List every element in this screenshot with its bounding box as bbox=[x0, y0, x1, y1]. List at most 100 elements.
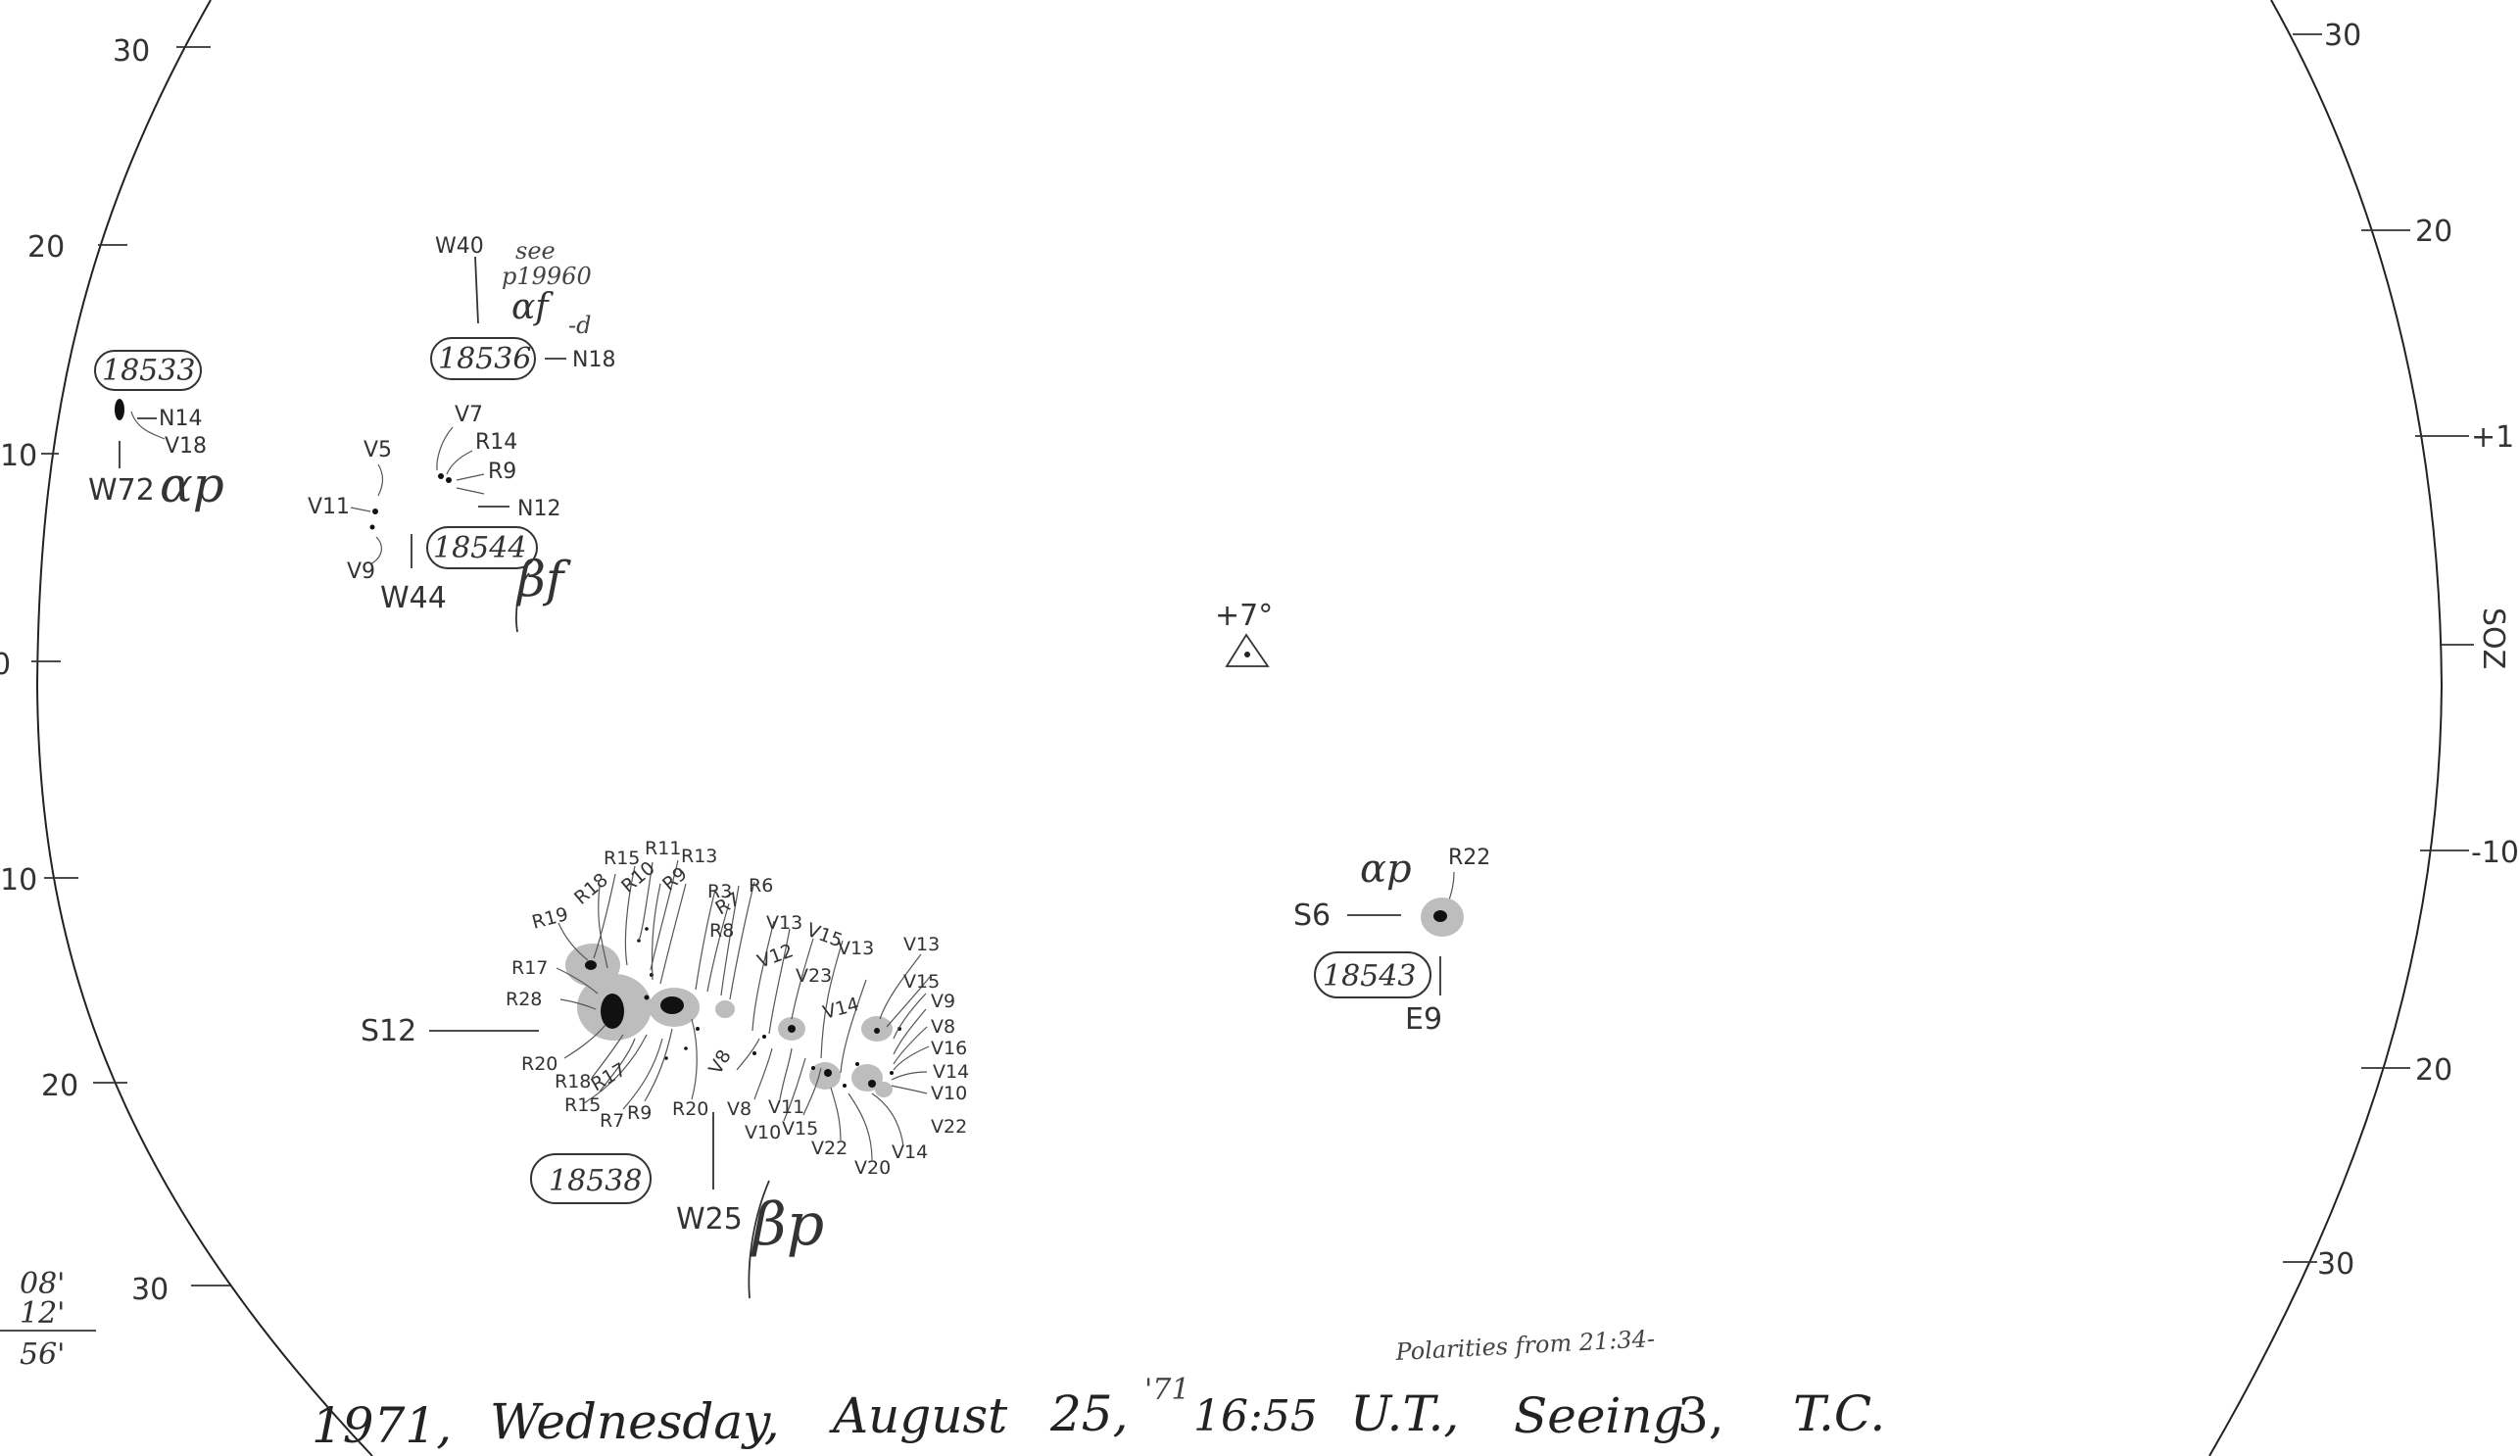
corner-readings: 08' 12' 56' bbox=[0, 1267, 96, 1372]
group-18538-label-bottom-12: V22 bbox=[811, 1138, 848, 1159]
group-18533-label-n14: N14 bbox=[159, 407, 202, 431]
group-18538-label-bottom-8: V8 bbox=[727, 1098, 751, 1120]
group-18538-label-bottom-14: V14 bbox=[892, 1141, 928, 1163]
group-18544-class: βf bbox=[515, 551, 571, 607]
group-18538-label-top-21: V16 bbox=[931, 1038, 967, 1059]
footer-seeing-label: Seeing bbox=[1514, 1387, 1684, 1444]
group-18536-number: 18536 bbox=[438, 342, 531, 376]
group-18538-label-top-8: R6 bbox=[749, 875, 773, 897]
group-18536-class: -d bbox=[568, 312, 591, 339]
footer-unit: U.T., bbox=[1350, 1385, 1459, 1442]
group-18538-label-top-20: V8 bbox=[931, 1016, 955, 1038]
group-18538-label-top-0: R15 bbox=[604, 848, 640, 869]
group-18543-class: αp bbox=[1360, 847, 1412, 892]
group-18538-spots bbox=[565, 927, 901, 1097]
group-18543-number: 18543 bbox=[1323, 959, 1416, 994]
group-18538-label-top-3: R19 bbox=[530, 903, 571, 934]
left-tick-label-20-bottom: 20 bbox=[41, 1069, 78, 1103]
left-tick-label-30-bottom: 30 bbox=[131, 1273, 169, 1307]
group-18538-label-top-15: V13 bbox=[838, 938, 874, 959]
left-tick-label-10-top: 10 bbox=[0, 439, 37, 473]
group-18536-note-ref: p19960 bbox=[502, 263, 592, 290]
group-18544-label-v11: V11 bbox=[308, 495, 350, 519]
group-18538-number: 18538 bbox=[549, 1164, 642, 1198]
group-18538: R15 R11 R13 R19 R18 R10 R9 R3 R6 R7 R8 V… bbox=[361, 838, 969, 1299]
footer-year: 1971, bbox=[312, 1397, 452, 1454]
footer-time: 16:55 bbox=[1193, 1391, 1318, 1441]
group-18538-label-top-13: V12 bbox=[754, 940, 796, 972]
group-18536-note-class: αf bbox=[511, 287, 554, 327]
group-18533-class: αp bbox=[160, 457, 224, 513]
group-18543-latitude: S6 bbox=[1293, 898, 1331, 933]
group-18538-label-top-10: R8 bbox=[709, 920, 734, 942]
group-18538-label-top-16: V13 bbox=[903, 934, 940, 955]
group-18538-label-top-2: R13 bbox=[681, 846, 717, 867]
left-tick-label-10-bottom: 10 bbox=[0, 863, 37, 898]
group-18538-label-bottom-4: R7 bbox=[600, 1110, 624, 1132]
polarities-note: Polarities from 21:34- bbox=[1394, 1325, 1656, 1366]
footer-caption: 1971, Wednesday, August 25, '71 16:55 U.… bbox=[312, 1373, 1885, 1454]
group-18538-label-bottom-1: R18 bbox=[555, 1071, 591, 1092]
group-18538-label-top-23: V10 bbox=[931, 1083, 967, 1104]
group-18536-latitude: N18 bbox=[572, 348, 615, 372]
group-18538-label-top-22: V14 bbox=[933, 1061, 969, 1083]
group-18544-number: 18544 bbox=[433, 531, 526, 565]
group-18538-label-bottom-10: V10 bbox=[745, 1122, 781, 1143]
corner-reading-2: 56' bbox=[20, 1337, 65, 1372]
group-18544-label-r14: R14 bbox=[475, 430, 517, 455]
group-18538-label-top-17: V14 bbox=[821, 994, 862, 1024]
left-tick-label-0: 0 bbox=[0, 648, 11, 682]
group-18538-label-bottom-0: R20 bbox=[521, 1053, 557, 1075]
footer-day: Wednesday, bbox=[490, 1393, 780, 1450]
group-18538-label-bottom-3: R15 bbox=[564, 1094, 601, 1116]
group-18543-longitude: E9 bbox=[1405, 1002, 1442, 1037]
right-tick-label-10-top: +1 bbox=[2471, 420, 2514, 455]
group-18538-label-bottom-5: R9 bbox=[627, 1102, 652, 1124]
group-18543-label-r22: R22 bbox=[1448, 846, 1490, 870]
left-latitude-scale: 30 20 10 0 10 20 30 bbox=[0, 34, 230, 1307]
group-18538-labels-bottom: R20 R18 R17 R15 R7 R9 R20 V8 V8 V11 V10 … bbox=[521, 1046, 928, 1179]
group-18538-latitude: S12 bbox=[361, 1014, 416, 1048]
group-18533-label-v18: V18 bbox=[165, 434, 207, 459]
group-18544-label-v7: V7 bbox=[455, 403, 483, 427]
group-18538-label-top-24: V22 bbox=[931, 1116, 967, 1138]
group-18533: 18533 N14 V18 W72 αp bbox=[88, 350, 224, 513]
corner-reading-0: 08' bbox=[20, 1267, 65, 1301]
group-18538-label-bottom-9: V11 bbox=[768, 1096, 804, 1118]
group-18538-label-bottom-13: V20 bbox=[854, 1157, 891, 1179]
right-latitude-scale: 30 20 +1 SOZ -10 20 30 bbox=[2283, 19, 2519, 1282]
group-18544-label-v9: V9 bbox=[347, 559, 375, 584]
group-18538-label-bottom-7: V8 bbox=[704, 1046, 736, 1079]
group-18538-label-top-19: V9 bbox=[931, 991, 955, 1012]
group-18538-label-bottom-11: V15 bbox=[782, 1118, 818, 1140]
right-vertical-label: SOZ bbox=[2476, 607, 2510, 669]
footer-date: 25, bbox=[1049, 1385, 1129, 1442]
group-18544-longitude: W44 bbox=[380, 581, 447, 615]
group-18538-label-top-4: R18 bbox=[570, 869, 612, 909]
corner-reading-1: 12' bbox=[20, 1296, 65, 1331]
group-18536-note-see: see bbox=[515, 237, 556, 265]
group-18538-label-top-6: R9 bbox=[658, 863, 692, 896]
left-tick-label-30-top: 30 bbox=[113, 34, 150, 69]
footer-seeing-value: 3, bbox=[1677, 1387, 1724, 1444]
left-tick-label-20-top: 20 bbox=[27, 230, 65, 265]
group-18538-leaders-top bbox=[556, 859, 932, 1094]
group-18538-label-bottom-6: R20 bbox=[672, 1098, 708, 1120]
group-18538-label-top-25: R17 bbox=[511, 957, 548, 979]
group-18538-label-top-14: V23 bbox=[796, 965, 832, 987]
right-tick-label-20-bottom: 20 bbox=[2415, 1053, 2452, 1088]
right-tick-label-20-top: 20 bbox=[2415, 215, 2452, 249]
group-18538-label-top-26: R28 bbox=[506, 989, 542, 1010]
group-18544: V7 R14 R9 V5 V11 V9 W44 N12 18544 βf bbox=[308, 403, 571, 633]
group-18538-leaders-bottom bbox=[563, 1018, 904, 1161]
footer-month: August bbox=[829, 1387, 1008, 1444]
group-18536: W40 see p19960 αf -d 18536 N18 bbox=[430, 234, 615, 380]
footer-year-short: '71 bbox=[1144, 1373, 1189, 1407]
group-18538-label-top-1: R11 bbox=[645, 838, 681, 859]
solar-limb bbox=[35, 0, 2444, 1456]
group-18538-label-top-18: V15 bbox=[903, 971, 940, 993]
group-18538-class: βp bbox=[751, 1190, 824, 1259]
right-tick-label-10-bottom: -10 bbox=[2471, 836, 2519, 870]
group-18536-longitude: W40 bbox=[435, 234, 484, 259]
